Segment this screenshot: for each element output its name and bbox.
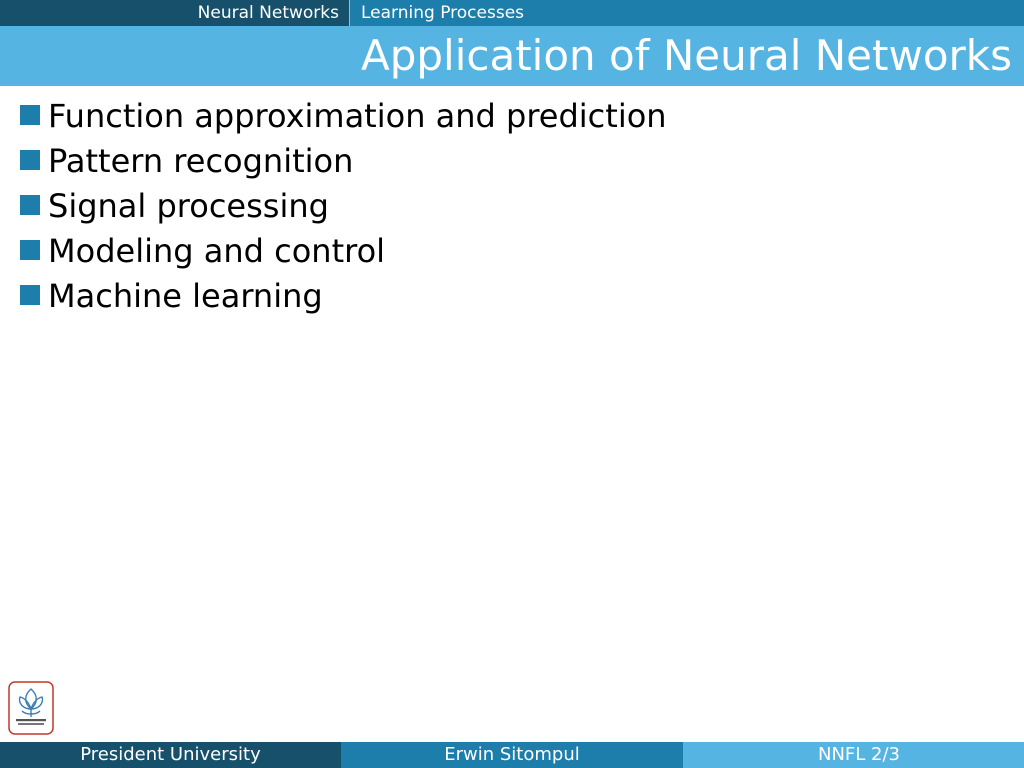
footer-author-cell: Erwin Sitompul (341, 742, 683, 768)
bullet-item: Function approximation and prediction (20, 94, 667, 139)
bullet-text: Function approximation and prediction (48, 97, 667, 135)
square-bullet-icon (20, 149, 40, 170)
bullet-list: Function approximation and prediction Pa… (20, 94, 667, 319)
nav-subsection-cell[interactable]: Learning Processes (350, 0, 1024, 26)
president-university-logo-icon (8, 681, 54, 735)
bullet-item: Machine learning (20, 274, 667, 319)
footer-page-cell: NNFL 2/3 (683, 742, 1024, 768)
nav-subsection-label: Learning Processes (361, 3, 525, 23)
bullet-text: Modeling and control (48, 232, 386, 270)
square-bullet-icon (20, 239, 40, 260)
footer-institution: President University (80, 744, 261, 765)
bullet-text: Signal processing (48, 187, 329, 225)
nav-section-cell[interactable]: Neural Networks (0, 0, 350, 26)
bullet-text: Machine learning (48, 277, 323, 315)
square-bullet-icon (20, 284, 40, 305)
bullet-item: Modeling and control (20, 229, 667, 274)
footer-page-number: NNFL 2/3 (817, 744, 900, 765)
bullet-item: Signal processing (20, 184, 667, 229)
top-navigation-bar: Neural Networks Learning Processes (0, 0, 1024, 26)
square-bullet-icon (20, 194, 40, 215)
square-bullet-icon (20, 104, 40, 125)
slide-title: Application of Neural Networks (361, 31, 1012, 80)
footer-author: Erwin Sitompul (444, 744, 580, 765)
title-band: Application of Neural Networks (0, 26, 1024, 86)
footer-institution-cell: President University (0, 742, 341, 768)
bullet-item: Pattern recognition (20, 139, 667, 184)
footer-bar: President University Erwin Sitompul NNFL… (0, 742, 1024, 768)
bullet-text: Pattern recognition (48, 142, 354, 180)
nav-section-label: Neural Networks (197, 3, 339, 23)
